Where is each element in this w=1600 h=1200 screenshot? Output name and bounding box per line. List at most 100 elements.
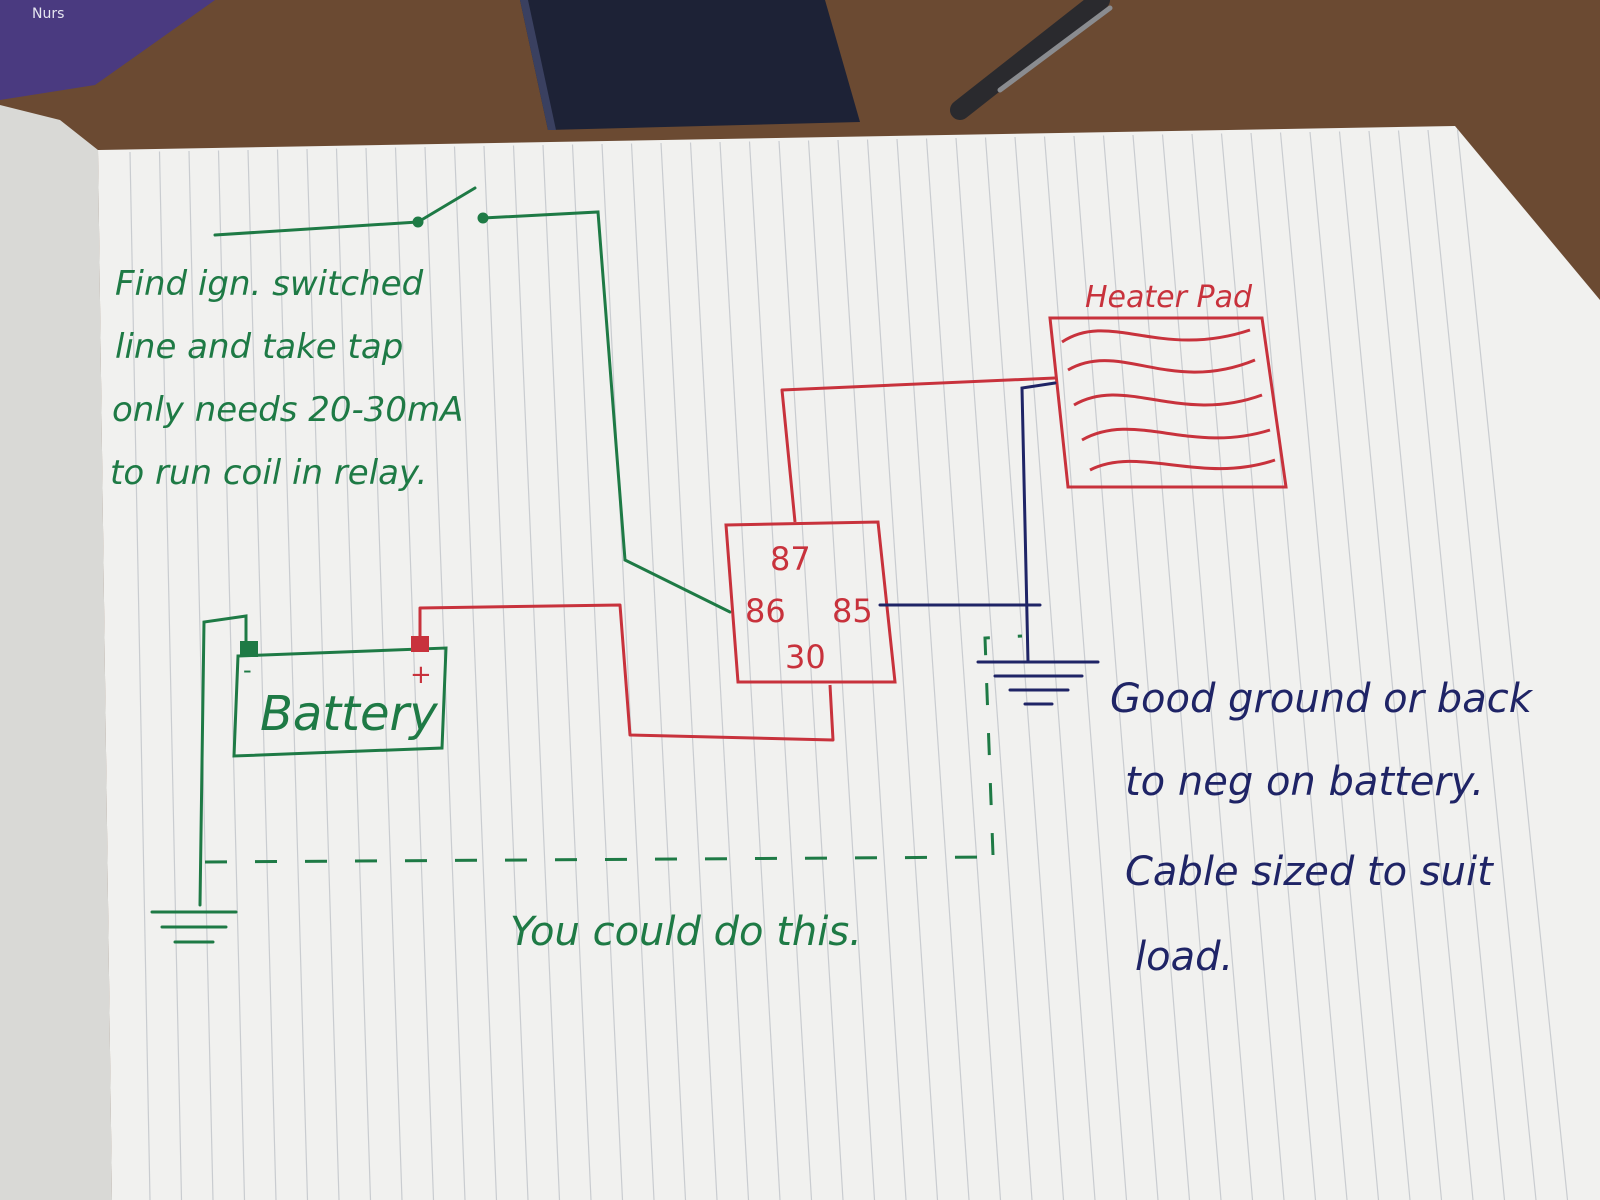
page-rule-line — [247, 149, 277, 1200]
ground-note-line-1: Good ground or back — [1110, 676, 1534, 722]
page-rule-line — [1309, 131, 1411, 1200]
pen-clip — [997, 5, 1113, 93]
page-rule-line — [1014, 136, 1096, 1200]
relay-pin-30: 30 — [785, 638, 826, 676]
page-rule-line — [217, 150, 246, 1200]
page-rule-line — [955, 137, 1033, 1200]
ground-note: Good ground or back to neg on battery. C… — [1110, 676, 1545, 980]
notebook — [0, 105, 1600, 1200]
ground-wiring — [878, 381, 1100, 706]
ground-note-line-2: to neg on battery. — [1125, 759, 1484, 805]
heater-pad-label: Heater Pad — [1085, 280, 1253, 315]
page-rule-line — [1338, 131, 1443, 1200]
book-cover-text: Nurs — [32, 6, 64, 22]
wire-battery-pos-to-30 — [418, 603, 835, 742]
battery-ground — [150, 614, 248, 944]
heater-element-5 — [1089, 458, 1276, 472]
page-rule-line — [778, 140, 844, 1200]
page-rule-line — [1250, 132, 1348, 1200]
page-rule-line — [660, 142, 718, 1200]
page-rule-line — [1456, 129, 1569, 1200]
wire-heater-to-ground — [1020, 381, 1057, 664]
page-rule-line — [896, 138, 970, 1200]
page-rule-line — [1132, 134, 1222, 1200]
ignition-switch — [213, 186, 732, 614]
page-rule-line — [1427, 129, 1537, 1200]
relay-pin-85: 85 — [832, 592, 873, 630]
dashed-return-horizontal — [204, 855, 996, 864]
heater-pad — [1048, 316, 1288, 489]
dashed-return-vertical — [983, 634, 1023, 856]
power-wiring — [418, 376, 1056, 742]
page-rule-line — [158, 151, 183, 1200]
heater-element-3 — [1073, 393, 1263, 407]
ignition-note-line-3: only needs 20-30mA — [112, 390, 463, 430]
relay-pin-87: 87 — [770, 540, 811, 578]
ignition-note-line-2: line and take tap — [115, 327, 403, 367]
page-rule-line — [1368, 130, 1474, 1200]
page-rule-line — [483, 145, 529, 1200]
page-rule-line — [306, 148, 340, 1200]
page-rule-line — [748, 141, 813, 1200]
page-rule-line — [276, 149, 309, 1200]
page-rule-line — [1043, 136, 1128, 1200]
battery-pos-terminal — [411, 636, 429, 652]
relay-box — [724, 520, 897, 684]
heater-pad-outline — [1048, 316, 1288, 489]
page-rule-line — [129, 151, 151, 1200]
battery-body — [232, 646, 448, 758]
page-rule-line — [925, 138, 1002, 1200]
wire-battery-neg-to-chassis — [198, 614, 248, 907]
heater-element-4 — [1081, 427, 1271, 442]
page-rule-line — [1220, 133, 1317, 1200]
switch-contact-left — [412, 216, 424, 228]
page-rule-line — [719, 141, 781, 1200]
notebook-page — [98, 126, 1600, 1200]
page-rule-line — [630, 143, 687, 1200]
tablet — [520, 0, 860, 130]
wire-87-to-heater — [780, 376, 1056, 523]
page-rule-line — [807, 140, 876, 1200]
page-rule-line — [1191, 133, 1285, 1200]
battery-neg-sign: - — [243, 656, 252, 684]
tablet-edge — [520, 0, 556, 130]
page-rule-line — [571, 144, 624, 1200]
ignition-note: Find ign. switched line and take tap onl… — [110, 264, 474, 493]
battery-label: Battery — [260, 686, 438, 742]
page-rule-line — [984, 137, 1065, 1200]
relay-pin-86: 86 — [745, 592, 786, 630]
page-rule-line — [188, 150, 214, 1200]
page-rule-line — [837, 139, 907, 1200]
page-rule-line — [512, 145, 561, 1200]
page-rule-line — [601, 143, 655, 1200]
battery-pos-sign: + — [410, 660, 432, 690]
alternative-ground-path — [204, 634, 1023, 864]
book-cover — [0, 0, 215, 100]
ignition-note-line-4: to run coil in relay. — [110, 453, 427, 493]
desk-objects: Nurs — [0, 0, 1113, 130]
switch-lever — [416, 186, 477, 224]
left-page-edge — [0, 105, 112, 1200]
page-rule-line — [1102, 135, 1191, 1200]
heater-element-2 — [1067, 358, 1256, 374]
switch-feed-wire — [213, 220, 420, 237]
control-wire-to-86 — [481, 210, 732, 614]
page-rule-line — [689, 142, 750, 1200]
pen-body — [950, 0, 1110, 120]
page-rule-line — [866, 139, 939, 1200]
ignition-note-line-1: Find ign. switched — [115, 264, 424, 304]
page-rule-line — [1161, 134, 1254, 1200]
page-rule-lines — [129, 129, 1569, 1200]
page-rule-line — [1073, 135, 1159, 1200]
page-rule-line — [542, 144, 592, 1200]
page-rule-line — [453, 146, 498, 1200]
ground-note-line-3: Cable sized to suit — [1125, 849, 1494, 895]
heater-element-1 — [1061, 328, 1251, 344]
alternative-note: You could do this. — [510, 909, 862, 955]
ground-note-line-4: load. — [1135, 934, 1233, 980]
page-rule-line — [1397, 130, 1506, 1200]
page-rule-line — [1279, 132, 1380, 1200]
page-rule-line — [394, 147, 435, 1200]
relay: 87 86 85 30 — [724, 520, 897, 684]
